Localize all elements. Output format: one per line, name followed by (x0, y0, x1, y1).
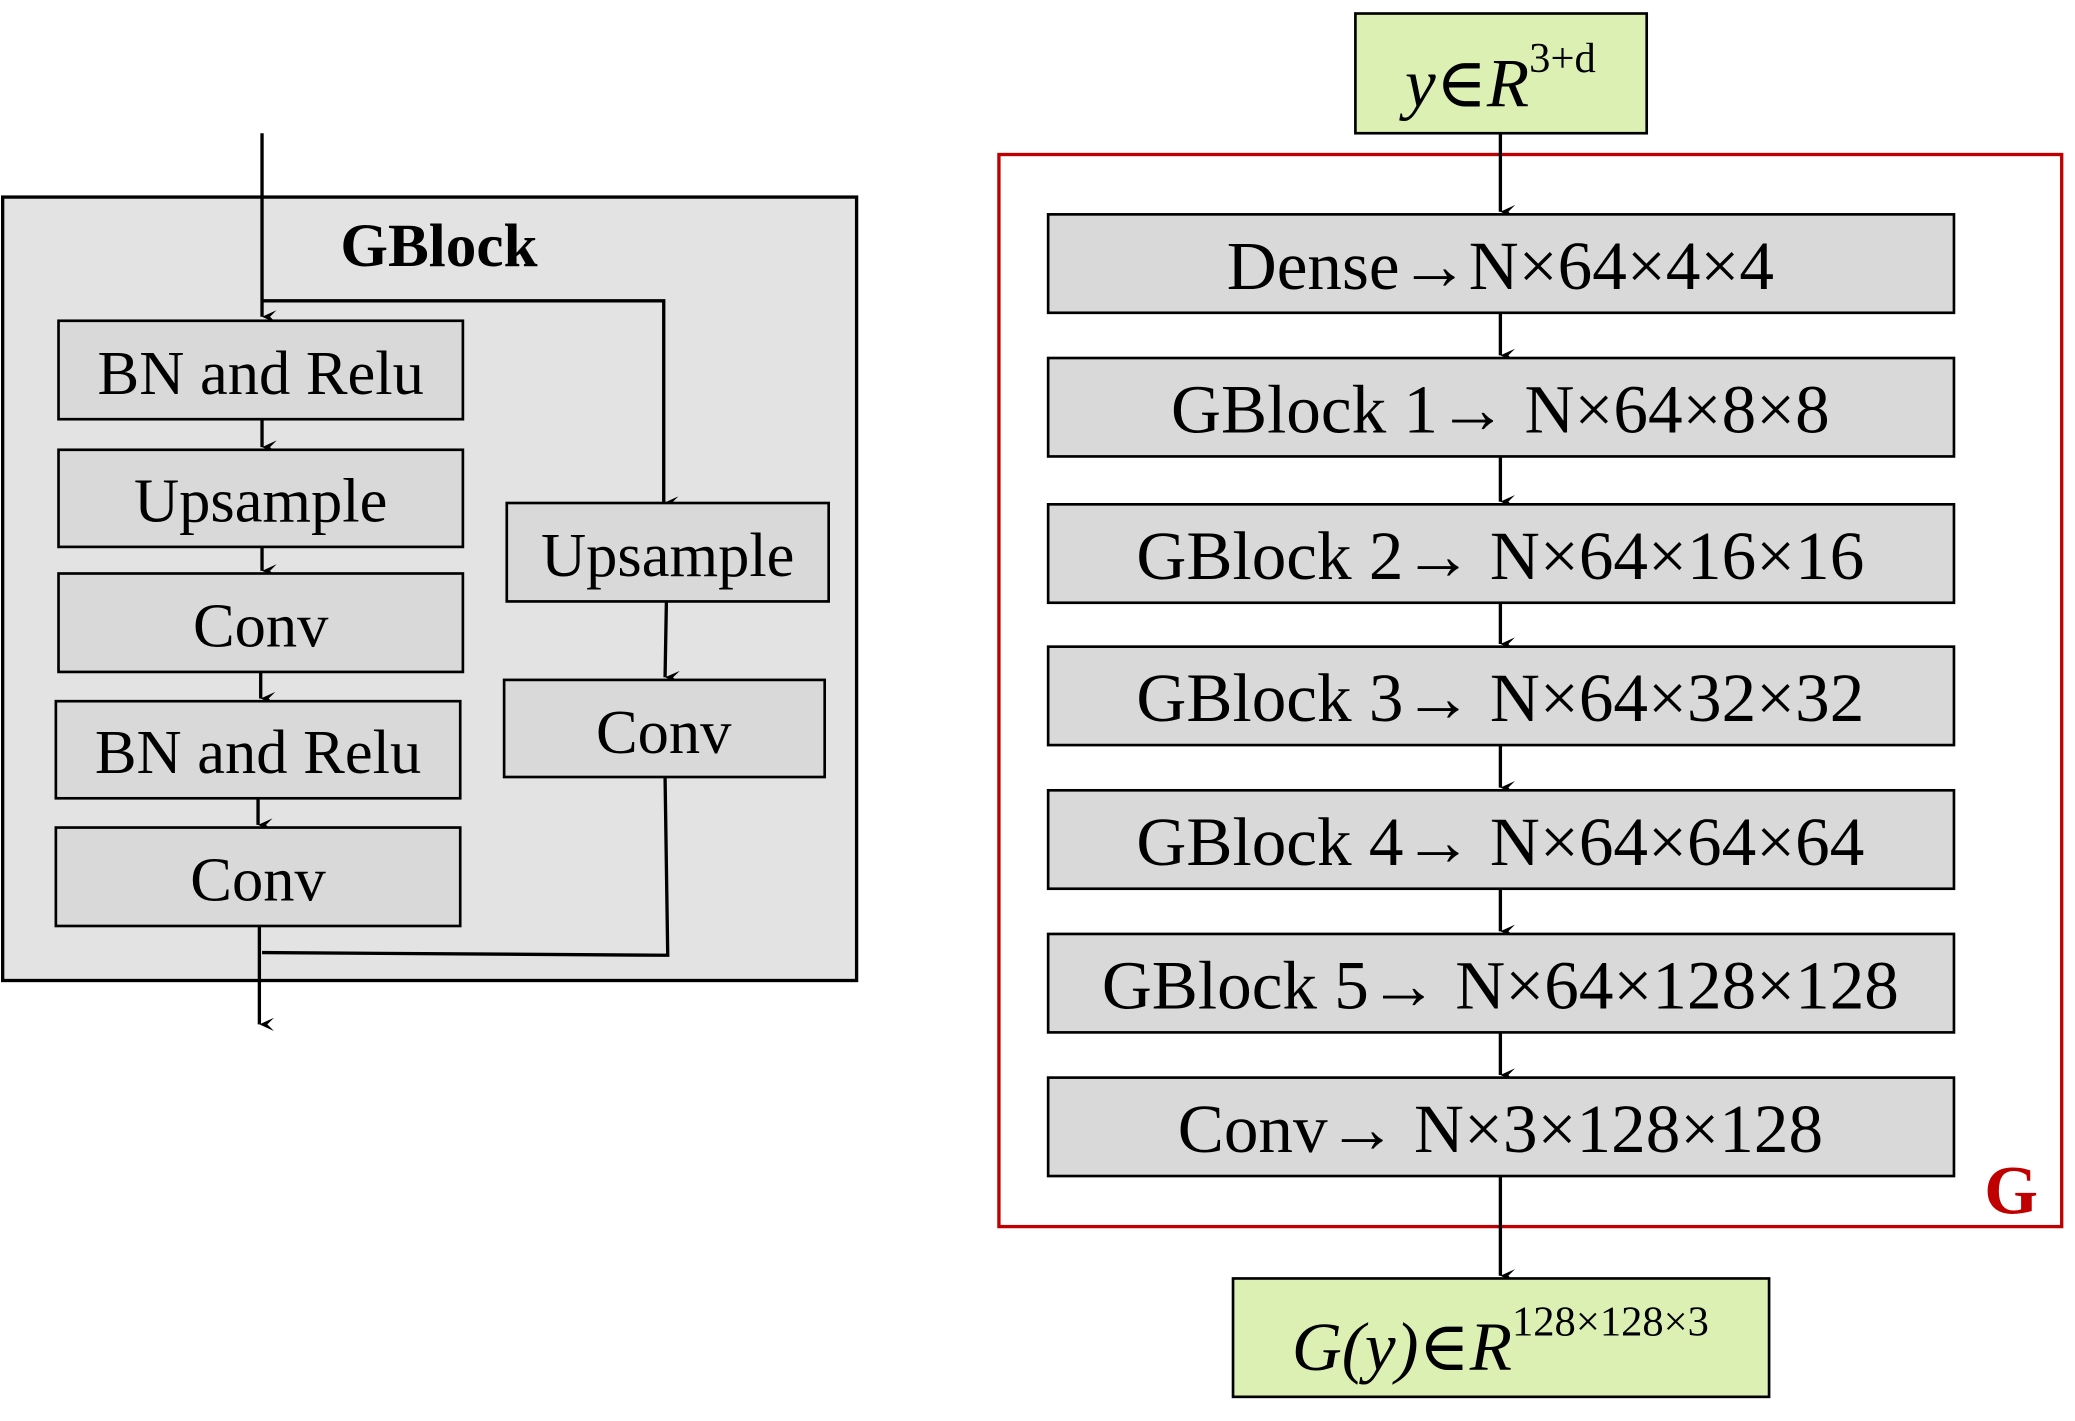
arrow (663, 601, 680, 685)
block-label: BN and Relu (98, 338, 424, 408)
generator-layer: GBlock 2→ N×64×16×16 (1046, 502, 1956, 605)
layer-label: Conv→ N×3×128×128 (1178, 1090, 1823, 1167)
input-formula: y∈R (1399, 45, 1529, 122)
layer-box (1046, 645, 1956, 747)
skip-block-1: Upsample (505, 501, 830, 603)
main-block-5: Conv (54, 826, 462, 928)
generator-layer: GBlock 3→ N×64×32×32 (1046, 645, 1956, 747)
gblock-diagram: GBlock BN and Relu Upsample Conv BN and … (0, 133, 859, 1032)
generator-border (997, 152, 2064, 1229)
block-label: Conv (596, 697, 732, 767)
layer-box (1046, 788, 1956, 891)
generator-layer: GBlock 5→ N×64×128×128 (1046, 932, 1956, 1034)
layer-label: GBlock 4→ N×64×64×64 (1136, 803, 1864, 880)
layer-box (1046, 356, 1956, 458)
block-label: Conv (193, 591, 329, 661)
block-label: BN and Relu (95, 717, 421, 787)
layer-box (1046, 213, 1956, 315)
output-superscript: 128×128×3 (1512, 1299, 1709, 1346)
block-label: Upsample (541, 520, 794, 590)
output-formula: G(y)∈R (1292, 1308, 1512, 1385)
layer-label: Dense→N×64×4×4 (1227, 227, 1774, 304)
block-label: Conv (190, 845, 326, 915)
gblock-title: GBlock (340, 212, 537, 280)
layer-label: GBlock 2→ N×64×16×16 (1136, 517, 1864, 594)
generator-label: G (1984, 1151, 2038, 1228)
merge-line (262, 776, 670, 957)
generator-layer: Dense→N×64×4×4 (1046, 213, 1956, 315)
input-box: y∈R3+d (1354, 12, 1649, 135)
input-superscript: 3+d (1529, 35, 1596, 82)
main-block-1: BN and Relu (57, 319, 465, 421)
main-block-3: Conv (57, 572, 465, 674)
output-box: G(y)∈R128×128×3 (1231, 1277, 1771, 1399)
skip-arrow (262, 299, 679, 510)
block-label: Upsample (134, 466, 387, 536)
layer-box (1046, 932, 1956, 1034)
generator-layer: Conv→ N×3×128×128 (1046, 1076, 1956, 1178)
generator-layer: GBlock 4→ N×64×64×64 (1046, 788, 1956, 891)
skip-block-2: Conv (502, 678, 827, 779)
generator-layer: GBlock 1→ N×64×8×8 (1046, 356, 1956, 458)
svg-text:G(y)∈R128×128×3: G(y)∈R128×128×3 (1292, 1299, 1709, 1386)
layer-label: GBlock 5→ N×64×128×128 (1102, 946, 1899, 1023)
svg-text:y∈R3+d: y∈R3+d (1399, 35, 1596, 122)
layer-box (1046, 1076, 1956, 1178)
layer-label: GBlock 1→ N×64×8×8 (1171, 371, 1830, 448)
main-block-2: Upsample (57, 448, 465, 549)
layer-label: GBlock 3→ N×64×32×32 (1136, 659, 1864, 736)
main-block-4: BN and Relu (54, 699, 462, 800)
